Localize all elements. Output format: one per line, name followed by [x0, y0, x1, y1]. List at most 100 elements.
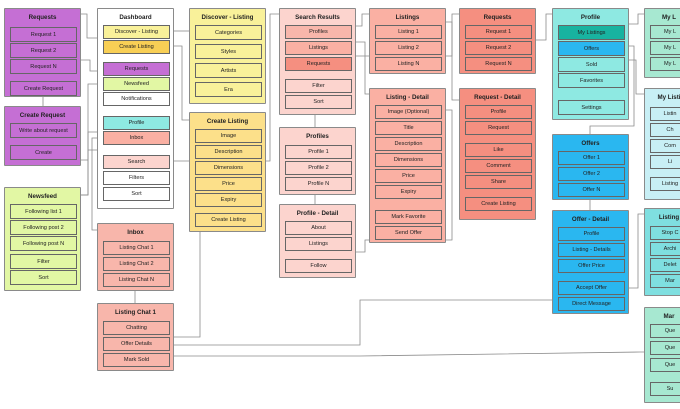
node-sort[interactable]: Sort [103, 187, 170, 201]
node-following-list-1[interactable]: Following list 1 [10, 204, 77, 219]
node-follow[interactable]: Follow [285, 259, 352, 273]
node-requests[interactable]: Requests [285, 57, 352, 71]
node-newsfeed[interactable]: Newsfeed [103, 77, 170, 91]
node-filter[interactable]: Filter [285, 79, 352, 93]
node-request-2[interactable]: Request 2 [10, 43, 77, 58]
node-profiles[interactable]: Profiles [285, 25, 352, 39]
node-like[interactable]: Like [465, 143, 532, 157]
node-era[interactable]: Era [195, 82, 262, 97]
node-dimensions[interactable]: Dimensions [375, 153, 442, 167]
node-listing-chat-2[interactable]: Listing Chat 2 [103, 257, 170, 271]
node-offer-n[interactable]: Offer N [558, 183, 625, 197]
node-ch[interactable]: Ch [650, 123, 680, 137]
node-su[interactable]: Su [650, 382, 680, 396]
node-write-about-request[interactable]: Write about request [10, 123, 77, 138]
node-settings[interactable]: Settings [558, 100, 625, 115]
node-request[interactable]: Request [465, 121, 532, 135]
node-send-offer[interactable]: Send Offer [375, 226, 442, 240]
node-requests[interactable]: Requests [103, 62, 170, 76]
node-request-2[interactable]: Request 2 [465, 41, 532, 55]
node-request-n[interactable]: Request N [465, 57, 532, 71]
node-com[interactable]: Com [650, 139, 680, 153]
node-create-request[interactable]: Create Request [10, 81, 77, 96]
node-about[interactable]: About [285, 221, 352, 235]
node-create-listing[interactable]: Create Listing [195, 213, 262, 227]
node-following-post-2[interactable]: Following post 2 [10, 220, 77, 235]
node-direct-message[interactable]: Direct Message [558, 297, 625, 311]
node-que[interactable]: Que [650, 324, 680, 338]
node-offers[interactable]: Offers [558, 41, 625, 56]
node-search[interactable]: Search [103, 155, 170, 169]
node-expiry[interactable]: Expiry [375, 185, 442, 199]
node-listing-details[interactable]: Listing - Details [558, 243, 625, 257]
node-artists[interactable]: Artists [195, 63, 262, 78]
node-archi[interactable]: Archi [650, 242, 680, 256]
node-image[interactable]: Image [195, 129, 262, 143]
node-listing-chat-1[interactable]: Listing Chat 1 [103, 241, 170, 255]
node-profile-2[interactable]: Profile 2 [285, 161, 352, 175]
node-offer-2[interactable]: Offer 2 [558, 167, 625, 181]
node-inbox[interactable]: Inbox [103, 131, 170, 145]
node-image-optional[interactable]: Image (Optional) [375, 105, 442, 119]
node-price[interactable]: Price [375, 169, 442, 183]
node-favorites[interactable]: Favorites [558, 73, 625, 88]
node-listing-1[interactable]: Listing 1 [375, 25, 442, 39]
node-offer-details[interactable]: Offer Details [103, 337, 170, 351]
node-description[interactable]: Description [375, 137, 442, 151]
node-notifications[interactable]: Notifications [103, 92, 170, 106]
node-styles[interactable]: Styles [195, 44, 262, 59]
node-filter[interactable]: Filter [10, 254, 77, 269]
node-categories[interactable]: Categories [195, 25, 262, 40]
node-offer-1[interactable]: Offer 1 [558, 151, 625, 165]
node-create[interactable]: Create [10, 145, 77, 160]
node-listing-chat-n[interactable]: Listing Chat N [103, 273, 170, 287]
node-price[interactable]: Price [195, 177, 262, 191]
node-listin[interactable]: Listin [650, 107, 680, 121]
connector-line [629, 213, 644, 289]
node-que[interactable]: Que [650, 341, 680, 355]
node-my-l[interactable]: My L [650, 57, 680, 71]
node-profile-n[interactable]: Profile N [285, 177, 352, 191]
node-request-1[interactable]: Request 1 [10, 27, 77, 42]
node-expiry[interactable]: Expiry [195, 193, 262, 207]
node-description[interactable]: Description [195, 145, 262, 159]
node-following-post-n[interactable]: Following post N [10, 236, 77, 251]
node-comment[interactable]: Comment [465, 159, 532, 173]
node-chatting[interactable]: Chatting [103, 321, 170, 335]
node-title[interactable]: Title [375, 121, 442, 135]
node-dimensions[interactable]: Dimensions [195, 161, 262, 175]
node-que[interactable]: Que [650, 358, 680, 372]
node-delet[interactable]: Delet [650, 258, 680, 272]
card-title: Search Results [295, 14, 340, 21]
node-create-listing[interactable]: Create Listing [103, 40, 170, 54]
node-sort[interactable]: Sort [10, 270, 77, 285]
node-profile-1[interactable]: Profile 1 [285, 145, 352, 159]
node-my-l[interactable]: My L [650, 41, 680, 55]
node-listing[interactable]: Listing [650, 177, 680, 191]
node-sold[interactable]: Sold [558, 57, 625, 72]
node-listing-n[interactable]: Listing N [375, 57, 442, 71]
node-offer-price[interactable]: Offer Price [558, 259, 625, 273]
node-listings[interactable]: Listings [285, 237, 352, 251]
node-mar[interactable]: Mar [650, 274, 680, 288]
node-share[interactable]: Share [465, 175, 532, 189]
node-my-listings[interactable]: My Listings [558, 25, 625, 40]
node-listings[interactable]: Listings [285, 41, 352, 55]
node-discover-listing[interactable]: Discover - Listing [103, 25, 170, 39]
node-accept-offer[interactable]: Accept Offer [558, 281, 625, 295]
node-mark-sold[interactable]: Mark Sold [103, 353, 170, 367]
node-profile[interactable]: Profile [558, 227, 625, 241]
node-li[interactable]: Li [650, 155, 680, 169]
node-stop-c[interactable]: Stop C [650, 226, 680, 240]
node-create-listing[interactable]: Create Listing [465, 197, 532, 211]
node-filters[interactable]: Filters [103, 171, 170, 185]
connector-line [356, 41, 369, 95]
node-profile[interactable]: Profile [103, 116, 170, 130]
node-listing-2[interactable]: Listing 2 [375, 41, 442, 55]
node-my-l[interactable]: My L [650, 25, 680, 39]
node-profile[interactable]: Profile [465, 105, 532, 119]
node-request-n[interactable]: Request N [10, 59, 77, 74]
node-sort[interactable]: Sort [285, 95, 352, 109]
node-request-1[interactable]: Request 1 [465, 25, 532, 39]
node-mark-favorite[interactable]: Mark Favorite [375, 210, 442, 224]
